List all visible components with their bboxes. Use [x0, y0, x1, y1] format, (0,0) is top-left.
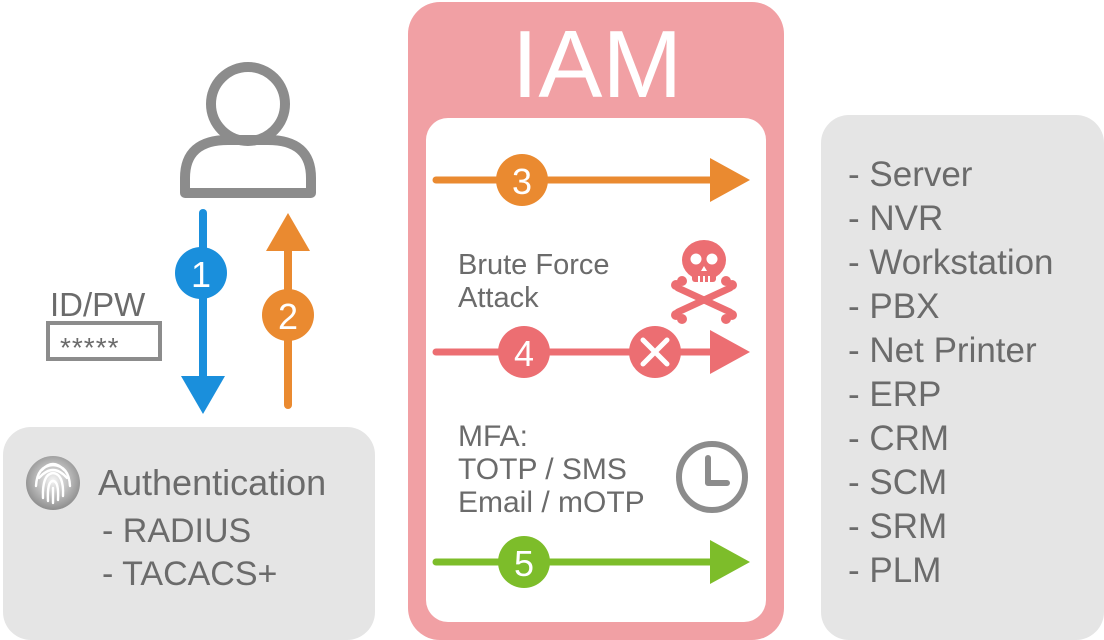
step-1-badge: 1	[175, 247, 227, 299]
authentication-title: Authentication	[98, 462, 327, 503]
step-1-number: 1	[191, 254, 211, 295]
password-box	[46, 321, 162, 361]
step-3-number: 3	[512, 161, 532, 202]
password-mask: *****	[60, 332, 120, 363]
system-item-workstation: - Workstation	[848, 243, 1054, 282]
systems-panel	[821, 115, 1104, 640]
authentication-panel	[3, 427, 375, 640]
brute-force-line-1: Brute Force	[458, 249, 610, 281]
credential-label: ID/PW	[50, 286, 146, 323]
mfa-line-3: Email / mOTP	[458, 486, 645, 519]
mfa-line-2: TOTP / SMS	[458, 453, 627, 486]
step-3-arrow	[432, 158, 750, 202]
system-item-scm: - SCM	[848, 463, 948, 502]
system-item-plm: - PLM	[848, 551, 942, 590]
system-item-server: - Server	[848, 155, 973, 194]
auth-item-radius: - RADIUS	[102, 512, 252, 550]
iam-inner-panel	[426, 118, 766, 622]
step-5-arrow	[432, 540, 750, 584]
user-icon	[180, 62, 316, 198]
step-2-number: 2	[278, 296, 298, 337]
step-5-number: 5	[514, 543, 534, 584]
step-2-badge: 2	[262, 289, 314, 341]
step-3-badge: 3	[496, 154, 548, 206]
step-5-badge: 5	[498, 536, 550, 588]
step-4-badge: 4	[498, 326, 550, 378]
system-item-erp: - ERP	[848, 375, 942, 414]
auth-item-tacacs: - TACACS+	[102, 555, 278, 593]
skull-crossbones-icon	[671, 240, 737, 324]
system-item-srm: - SRM	[848, 507, 948, 546]
system-item-crm: - CRM	[848, 419, 950, 458]
system-item-nvr: - NVR	[848, 199, 944, 238]
system-item-pbx: - PBX	[848, 287, 940, 326]
step-1-arrow	[181, 209, 225, 414]
clock-icon	[676, 441, 748, 513]
fingerprint-icon	[26, 456, 80, 510]
step-4-number: 4	[514, 333, 534, 374]
system-item-net-printer: - Net Printer	[848, 331, 1037, 370]
iam-title: IAM	[511, 11, 683, 118]
mfa-line-1: MFA:	[458, 420, 529, 453]
brute-force-line-2: Attack	[458, 282, 539, 314]
x-circle-icon	[629, 326, 681, 378]
systems-list: - Server - NVR - Workstation - PBX - Net…	[848, 155, 1054, 595]
